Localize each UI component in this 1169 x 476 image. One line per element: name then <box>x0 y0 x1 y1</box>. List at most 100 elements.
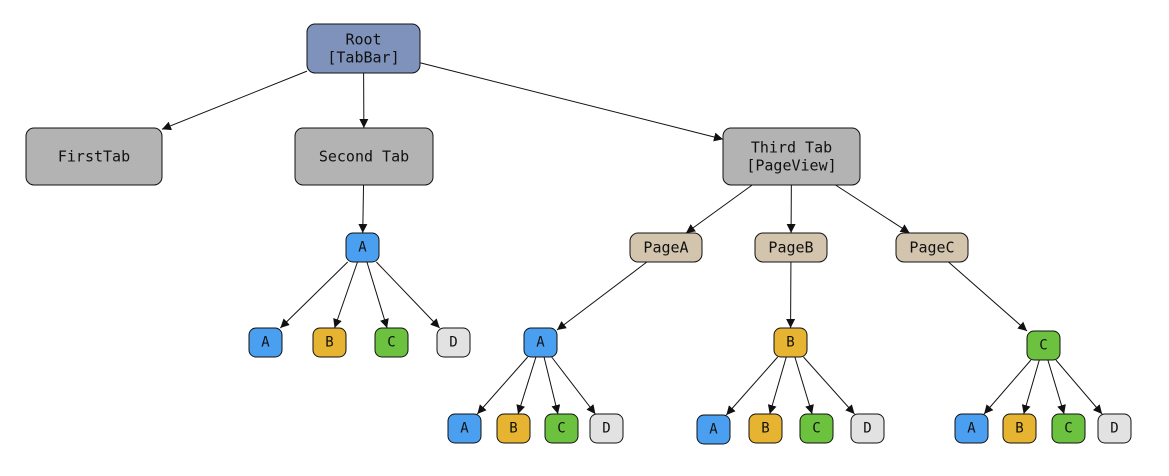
node-label: D <box>863 421 871 437</box>
node-box <box>696 414 731 445</box>
node-label: C <box>557 421 565 437</box>
node-label: Third Tab <box>751 139 832 157</box>
node-pa-a-d: D <box>589 413 624 444</box>
node-pb-b: B <box>773 327 808 358</box>
edge-pa_a-to-pa_a_d <box>551 356 596 415</box>
node-label: A <box>358 240 367 256</box>
node-pc-c: C <box>1026 330 1061 361</box>
node-box <box>496 413 531 444</box>
node-box <box>722 127 861 186</box>
node-label: C <box>1039 338 1047 354</box>
node-box <box>306 23 421 74</box>
node-label: PageA <box>643 239 688 257</box>
node-third-tab: Third Tab[PageView] <box>722 127 861 186</box>
node-box <box>248 327 283 358</box>
node-label: FirstTab <box>58 148 130 166</box>
node-label: A <box>967 421 976 437</box>
node-box <box>1051 413 1086 444</box>
node-box <box>312 327 347 358</box>
node-box <box>895 232 969 263</box>
edge-pb_b-to-pb_b_c <box>794 356 814 415</box>
node-label: PageC <box>909 239 954 257</box>
node-label: A <box>709 422 718 438</box>
node-second-tab: Second Tab <box>294 127 434 186</box>
node-box <box>25 127 163 186</box>
node-pa-a-a: A <box>447 413 482 444</box>
node-label: A <box>460 421 469 437</box>
node-label: D <box>1110 421 1118 437</box>
node-page-b: PageB <box>754 232 828 263</box>
node-pa-a: A <box>523 327 558 358</box>
edge-pb_b-to-pb_b_b <box>767 356 787 415</box>
node-label: PageB <box>768 239 813 257</box>
edge-second_tab-to-st_a <box>358 184 368 234</box>
edge-st_a-to-st_a_b <box>333 261 358 329</box>
edge-root-to-third_tab <box>419 62 724 142</box>
node-first-tab: FirstTab <box>25 127 163 186</box>
node-box <box>294 127 434 186</box>
node-box <box>1002 413 1037 444</box>
edge-third_tab-to-page_c <box>835 184 910 234</box>
node-box <box>1026 330 1061 361</box>
node-root: Root[TabBar] <box>306 23 421 74</box>
node-label: B <box>761 421 769 437</box>
node-pc-c-d: D <box>1097 413 1132 444</box>
node-box <box>589 413 624 444</box>
node-st-a-d: D <box>436 327 471 358</box>
node-st-a-b: B <box>312 327 347 358</box>
edge-page_a-to-pa_a <box>556 261 648 331</box>
edge-pb_b-to-pb_b_d <box>803 356 855 415</box>
node-pb-b-b: B <box>748 413 783 444</box>
node-label: D <box>602 421 610 437</box>
edge-root-to-first_tab <box>161 70 308 131</box>
node-label: B <box>786 335 794 351</box>
node-box <box>629 232 703 263</box>
node-box <box>523 327 558 358</box>
node-box <box>544 413 579 444</box>
node-box <box>954 413 989 444</box>
node-st-a: A <box>345 232 380 263</box>
node-st-a-a: A <box>248 327 283 358</box>
edge-pa_a-to-pa_a_c <box>543 356 561 415</box>
node-pc-c-a: A <box>954 413 989 444</box>
edge-st_a-to-st_a_a <box>279 261 349 329</box>
node-box <box>374 327 409 358</box>
node-pb-b-c: C <box>799 413 834 444</box>
edge-pa_a-to-pa_a_a <box>476 356 529 415</box>
node-label: C <box>1064 421 1072 437</box>
node-pa-a-c: C <box>544 413 579 444</box>
edge-pb_b-to-pb_b_a <box>725 356 779 416</box>
node-label: A <box>536 335 545 351</box>
edge-page_c-to-pc_c <box>948 261 1028 332</box>
edge-st_a-to-st_a_c <box>366 261 389 329</box>
node-label: [TabBar] <box>327 49 399 67</box>
node-label: Second Tab <box>319 148 409 166</box>
node-box <box>799 413 834 444</box>
node-box <box>773 327 808 358</box>
node-label: B <box>1015 421 1023 437</box>
node-box <box>850 413 885 444</box>
node-pb-b-a: A <box>696 414 731 445</box>
edge-pa_a-to-pa_a_b <box>516 356 537 415</box>
node-label: D <box>449 335 457 351</box>
node-box <box>436 327 471 358</box>
node-label: B <box>509 421 517 437</box>
node-label: C <box>812 421 820 437</box>
edge-st_a-to-st_a_d <box>376 261 440 329</box>
node-pb-b-d: D <box>850 413 885 444</box>
node-page-c: PageC <box>895 232 969 263</box>
node-label: C <box>387 335 395 351</box>
node-st-a-c: C <box>374 327 409 358</box>
edge-pc_c-to-pc_c_a <box>983 359 1032 415</box>
node-label: A <box>261 335 270 351</box>
edge-third_tab-to-page_a <box>685 184 753 234</box>
edge-pc_c-to-pc_c_d <box>1055 359 1103 415</box>
edges <box>161 62 1103 416</box>
node-pc-c-b: B <box>1002 413 1037 444</box>
node-page-a: PageA <box>629 232 703 263</box>
node-box <box>447 413 482 444</box>
node-box <box>345 232 380 263</box>
node-label: B <box>325 335 333 351</box>
